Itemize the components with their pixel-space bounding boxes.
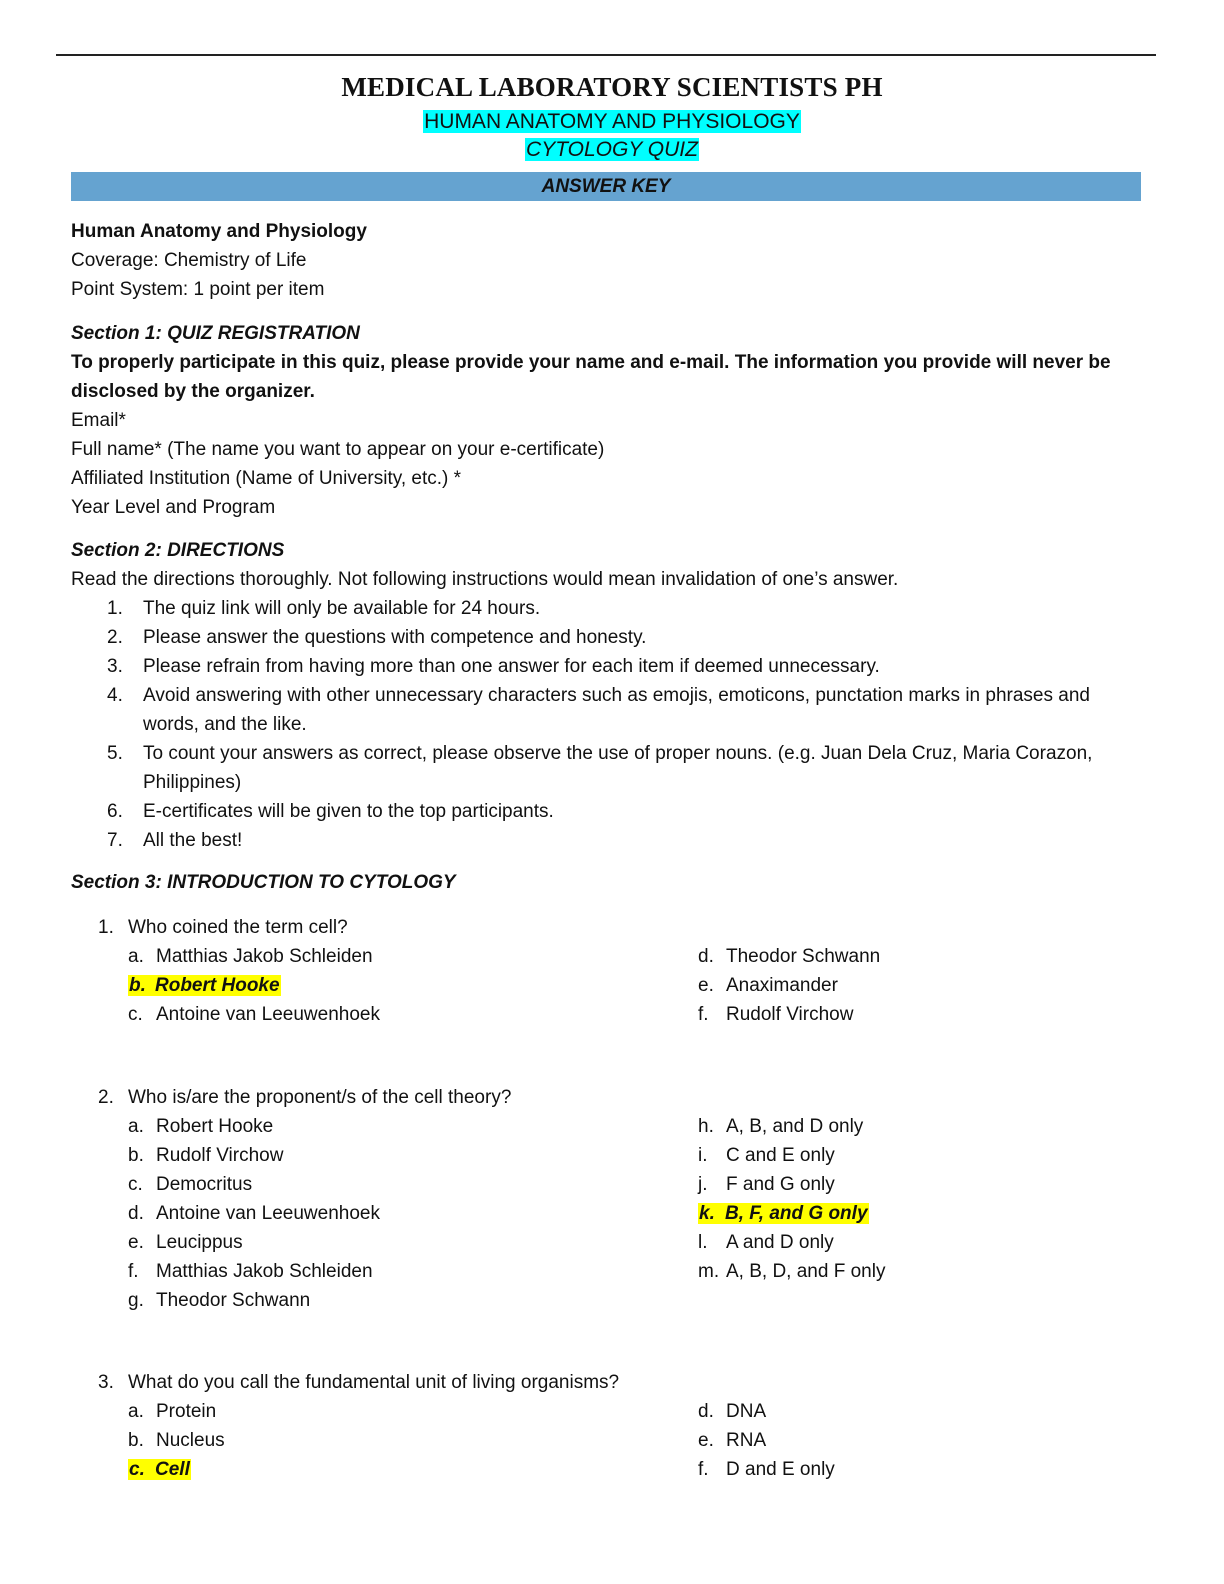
field-email: Email* — [71, 410, 126, 431]
subject-subtitle: HUMAN ANATOMY AND PHYSIOLOGY — [423, 110, 801, 133]
option-text: Theodor Schwann — [726, 946, 881, 967]
direction-number: 1. — [107, 598, 123, 619]
direction-number: 3. — [107, 656, 123, 677]
option-letter: f. — [128, 1261, 139, 1282]
correct-answer-highlight: c. Cell — [128, 1459, 191, 1480]
option-letter: c. — [129, 1459, 145, 1480]
option-letter: j. — [698, 1174, 708, 1195]
answer-key-banner: ANSWER KEY — [71, 172, 1141, 201]
option-text: Rudolf Virchow — [156, 1145, 284, 1166]
option-text: Protein — [156, 1401, 217, 1422]
option-letter: a. — [128, 1116, 144, 1137]
option-text: A, B, and D only — [726, 1116, 864, 1137]
direction-text: words, and the like. — [143, 714, 307, 735]
option-text: Rudolf Virchow — [726, 1004, 854, 1025]
section1-heading: Section 1: QUIZ REGISTRATION — [71, 323, 360, 344]
option-letter: c. — [128, 1004, 143, 1025]
option-letter: d. — [698, 1401, 714, 1422]
header-rule — [56, 54, 1156, 56]
option-text: B, F, and G only — [725, 1203, 868, 1224]
option-letter: e. — [128, 1232, 144, 1253]
option-text: Democritus — [156, 1174, 253, 1195]
direction-text: Philippines) — [143, 772, 242, 793]
direction-text: The quiz link will only be available for… — [143, 598, 541, 619]
option-letter: m. — [698, 1261, 720, 1282]
option-text: C and E only — [726, 1145, 835, 1166]
option-text: DNA — [726, 1401, 767, 1422]
field-institution: Affiliated Institution (Name of Universi… — [71, 468, 462, 489]
quiz-name: CYTOLOGY QUIZ — [525, 138, 699, 161]
option-letter: b. — [128, 1145, 144, 1166]
direction-number: 2. — [107, 627, 123, 648]
correct-answer-option: c. Cell — [128, 1457, 191, 1483]
option-text: F and G only — [726, 1174, 835, 1195]
section2-intro: Read the directions thoroughly. Not foll… — [71, 569, 899, 590]
question-number: 3. — [98, 1372, 114, 1393]
option-letter: d. — [698, 946, 714, 967]
intro-coverage: Coverage: Chemistry of Life — [71, 250, 307, 271]
option-letter: a. — [128, 946, 144, 967]
section3-heading: Section 3: INTRODUCTION TO CYTOLOGY — [71, 872, 456, 893]
direction-text: To count your answers as correct, please… — [143, 743, 1093, 764]
option-letter: f. — [698, 1459, 709, 1480]
option-letter: b. — [128, 1430, 144, 1451]
option-text: Antoine van Leeuwenhoek — [156, 1203, 380, 1224]
option-letter: h. — [698, 1116, 714, 1137]
option-text: Robert Hooke — [155, 975, 280, 996]
option-letter: f. — [698, 1004, 709, 1025]
option-letter: e. — [698, 1430, 714, 1451]
option-text: D and E only — [726, 1459, 835, 1480]
direction-text: E-certificates will be given to the top … — [143, 801, 554, 822]
section1-notice-line1: To properly participate in this quiz, pl… — [71, 352, 1111, 373]
option-text: Cell — [155, 1459, 190, 1480]
option-text: Theodor Schwann — [156, 1290, 311, 1311]
section1-notice-line2: disclosed by the organizer. — [71, 381, 315, 402]
option-letter: c. — [128, 1174, 143, 1195]
direction-number: 7. — [107, 830, 123, 851]
option-letter: l. — [698, 1232, 708, 1253]
option-text: A and D only — [726, 1232, 834, 1253]
option-text: Leucippus — [156, 1232, 243, 1253]
correct-answer-option: b. Robert Hooke — [128, 973, 281, 999]
direction-number: 5. — [107, 743, 123, 764]
direction-number: 4. — [107, 685, 123, 706]
option-text: Matthias Jakob Schleiden — [156, 1261, 373, 1282]
field-full-name: Full name* (The name you want to appear … — [71, 439, 605, 460]
question-text: What do you call the fundamental unit of… — [128, 1372, 620, 1393]
option-letter: e. — [698, 975, 714, 996]
option-text: Antoine van Leeuwenhoek — [156, 1004, 380, 1025]
intro-points: Point System: 1 point per item — [71, 279, 325, 300]
option-letter: d. — [128, 1203, 144, 1224]
intro-subject: Human Anatomy and Physiology — [71, 221, 367, 242]
question-number: 2. — [98, 1087, 114, 1108]
option-text: Robert Hooke — [156, 1116, 274, 1137]
direction-text: Please refrain from having more than one… — [143, 656, 880, 677]
option-text: Matthias Jakob Schleiden — [156, 946, 373, 967]
direction-text: Please answer the questions with compete… — [143, 627, 647, 648]
option-text: Anaximander — [726, 975, 838, 996]
direction-number: 6. — [107, 801, 123, 822]
direction-text: All the best! — [143, 830, 243, 851]
option-letter: k. — [699, 1203, 715, 1224]
option-text: RNA — [726, 1430, 767, 1451]
question-text: Who coined the term cell? — [128, 917, 348, 938]
option-letter: g. — [128, 1290, 144, 1311]
quiz-name-wrap: CYTOLOGY QUIZ — [0, 138, 1224, 162]
document-title: MEDICAL LABORATORY SCIENTISTS PH — [341, 72, 883, 102]
field-year-program: Year Level and Program — [71, 497, 276, 518]
section2-heading: Section 2: DIRECTIONS — [71, 540, 285, 561]
subject-subtitle-wrap: HUMAN ANATOMY AND PHYSIOLOGY — [0, 110, 1224, 134]
correct-answer-highlight: b. Robert Hooke — [128, 975, 281, 996]
option-text: A, B, D, and F only — [726, 1261, 886, 1282]
question-text: Who is/are the proponent/s of the cell t… — [128, 1087, 512, 1108]
option-letter: a. — [128, 1401, 144, 1422]
correct-answer-option: k. B, F, and G only — [698, 1201, 869, 1227]
correct-answer-highlight: k. B, F, and G only — [698, 1203, 869, 1224]
option-text: Nucleus — [156, 1430, 225, 1451]
option-letter: i. — [698, 1145, 708, 1166]
direction-text: Avoid answering with other unnecessary c… — [143, 685, 1090, 706]
question-number: 1. — [98, 917, 114, 938]
option-letter: b. — [129, 975, 146, 996]
